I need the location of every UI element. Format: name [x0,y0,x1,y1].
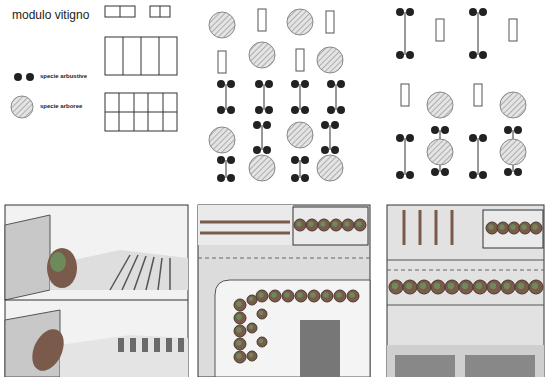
shrub-pair [217,80,235,114]
shrub-pair [321,121,339,154]
perspective-sketch [5,205,188,377]
shrub-pair [253,121,271,154]
shrub-pair [396,134,414,179]
title: modulo vitigno [12,8,89,22]
vine-module [509,19,517,41]
tree-symbol [500,139,526,165]
vine-module [218,51,226,73]
legend-label: specie arbustive [40,73,87,79]
tree-symbol [287,9,313,35]
tree-symbol [317,155,343,181]
tree-symbol [500,92,526,118]
module-symbols [105,6,177,131]
shrub-pair [396,8,414,59]
shrub-pair [255,80,273,114]
legend-swatches [11,73,34,118]
vine-module [326,11,334,33]
vine-module [296,49,304,71]
legend-label: specie arboree [40,103,82,109]
shrub-pair [469,8,487,59]
tree-symbol [427,92,453,118]
tree-symbol [287,122,313,148]
vine-module [474,84,482,106]
tree-symbol [249,155,275,181]
vine-module [401,84,409,106]
shrub-pair [327,80,345,114]
tree-symbol [209,127,235,153]
tree-symbol [209,12,235,38]
shrub-pair [217,156,235,182]
street-sketch [387,205,544,377]
tree-symbol [317,47,343,73]
planting-patterns [209,8,526,182]
vine-module [436,19,444,41]
shrub-pair [291,156,309,182]
vine-module [258,9,266,31]
shrub-pair [469,134,487,179]
shrub-pair [291,80,309,114]
plan-sketch [198,205,370,377]
tree-symbol [427,139,453,165]
tree-symbol [249,42,275,68]
